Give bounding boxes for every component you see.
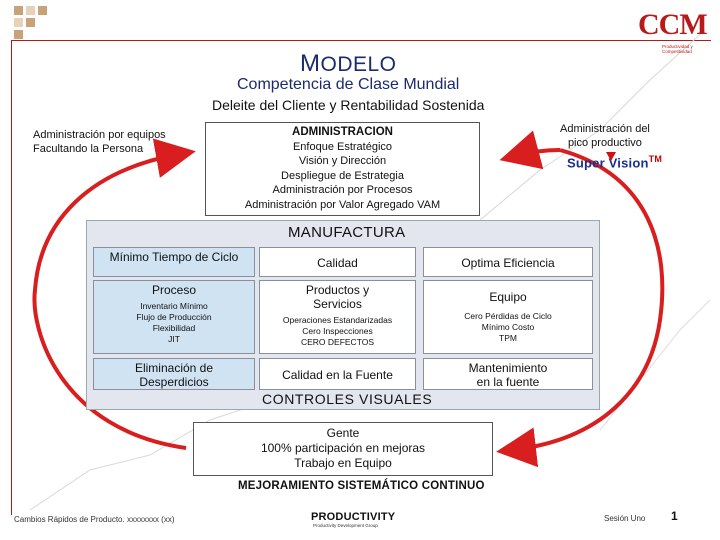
administracion-box: ADMINISTRACION Enfoque Estratégico Visió… <box>205 122 480 216</box>
administracion-item: Visión y Dirección <box>298 155 387 167</box>
administracion-item: Administración por Valor Agregado VAM <box>244 198 441 211</box>
cell-item: Flexibilidad <box>152 323 196 333</box>
cell-eliminacion-de-desperdicios: Eliminación de Desperdicios <box>93 358 255 390</box>
cell-mantenimiento-en-la-fuente: Mantenimiento en la fuente <box>423 358 593 390</box>
cell-calidad-en-la-fuente: Calidad en la Fuente <box>259 358 416 390</box>
ccm-logo: CCM <box>638 8 708 41</box>
administracion-item: Despliegue de Estrategia <box>281 169 404 182</box>
gente-title: Gente <box>326 426 360 440</box>
left-border-line <box>11 40 12 515</box>
left-note-line: Administración por equipos <box>33 129 166 141</box>
cell-item: Operaciones Estandarizadas <box>282 315 393 325</box>
corner-square <box>14 30 23 39</box>
title-first-letter: M <box>300 50 321 77</box>
cell-optima-eficiencia: Optima Eficiencia <box>423 247 593 277</box>
administracion-item: Enfoque Estratégico <box>292 140 393 153</box>
right-note-line: pico productivo <box>567 137 642 149</box>
page-title: MODELO <box>300 50 397 78</box>
cell-item: Cero Inspecciones <box>302 326 373 336</box>
cell-item: Inventario Mínimo <box>140 301 208 311</box>
productivity-logo-subtitle: Productivity Development Group <box>313 523 378 528</box>
cell-item: Mínimo Costo <box>481 322 535 332</box>
cell-heading: Mantenimiento en la fuente <box>468 361 548 389</box>
right-note: Administración del pico productivo <box>560 122 650 150</box>
cell-heading: Calidad <box>317 256 358 270</box>
cell-heading: Proceso <box>151 283 197 297</box>
page-number: 1 <box>671 509 678 523</box>
left-note: Administración por equipos Facultando la… <box>33 128 166 156</box>
page-tagline: Deleite del Cliente y Rentabilidad Soste… <box>212 97 485 113</box>
cell-item: Cero Pérdidas de Ciclo <box>464 311 552 321</box>
super-vision-logo: Super VisionTM <box>567 154 662 170</box>
cell-item: CERO DEFECTOS <box>300 337 375 347</box>
administracion-title: ADMINISTRACION <box>292 126 393 138</box>
controles-visuales-label: CONTROLES VISUALES <box>262 391 433 407</box>
corner-square <box>26 6 35 15</box>
cell-heading: Eliminación de Desperdicios <box>134 361 214 389</box>
page-subtitle: Competencia de Clase Mundial <box>237 76 460 93</box>
super-vision-tm: TM <box>648 154 663 164</box>
cell-equipo: Equipo Cero Pérdidas de Ciclo Mínimo Cos… <box>423 280 593 354</box>
cell-calidad: Calidad <box>259 247 416 277</box>
ccm-logo-subtitle: Productividad y Competitividad <box>662 44 693 54</box>
cell-heading: Optima Eficiencia <box>461 256 555 270</box>
title-rest: ODELO <box>320 53 397 76</box>
cell-heading: Equipo <box>489 290 527 304</box>
cell-proceso: Proceso Inventario Mínimo Flujo de Produ… <box>93 280 255 354</box>
background-trend-line <box>599 299 711 431</box>
corner-square <box>14 6 23 15</box>
left-note-line: Facultando la Persona <box>33 143 144 155</box>
cell-minimo-tiempo-de-ciclo: Mínimo Tiempo de Ciclo <box>93 247 255 277</box>
cell-heading: Calidad en la Fuente <box>282 368 393 382</box>
cell-item: TPM <box>499 333 517 343</box>
super-vision-triangle-icon <box>606 152 616 161</box>
gente-box: Gente 100% participación en mejoras Trab… <box>193 422 493 476</box>
cell-heading: Productos y Servicios <box>305 283 370 311</box>
corner-square <box>38 6 47 15</box>
cell-heading: Mínimo Tiempo de Ciclo <box>109 250 239 264</box>
cell-item: Flujo de Producción <box>136 312 212 322</box>
right-note-arrow <box>499 130 561 170</box>
mejoramiento-label: MEJORAMIENTO SISTEMÁTICO CONTINUO <box>238 480 485 492</box>
right-note-line: Administración del <box>560 123 650 135</box>
gente-line: Trabajo en Equipo <box>294 456 392 470</box>
cell-productos-y-servicios: Productos y Servicios Operaciones Estand… <box>259 280 416 354</box>
productivity-logo: PRODUCTIVITY <box>311 511 396 523</box>
corner-square <box>26 18 35 27</box>
cycle-arrow-left <box>32 138 196 450</box>
top-border-line <box>11 40 711 41</box>
super-vision-brand: Super Vision <box>567 155 649 171</box>
footer-left-text: Cambios Rápidos de Producto. xxxxxxxx (x… <box>14 515 175 524</box>
footer-session-text: Sesión Uno <box>604 514 646 523</box>
corner-square <box>14 18 23 27</box>
background-trend-line <box>479 29 706 221</box>
cycle-arrow-right <box>496 148 665 468</box>
gente-line: 100% participación en mejoras <box>260 441 426 455</box>
administracion-item: Administración por Procesos <box>272 184 413 196</box>
manufactura-title: MANUFACTURA <box>288 224 406 241</box>
cell-item: JIT <box>168 334 180 344</box>
